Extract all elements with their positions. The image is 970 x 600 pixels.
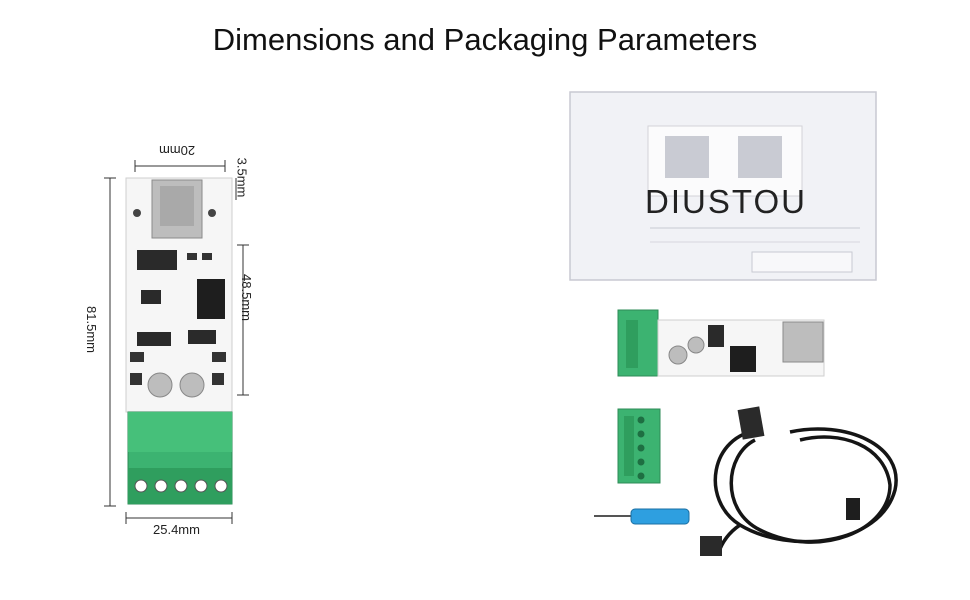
dimension-total-height: 81.5mm <box>83 306 99 353</box>
usb-b-port <box>782 321 824 363</box>
pcb-board-top-view <box>125 177 233 505</box>
dimension-width-top: 20mm <box>159 143 196 158</box>
qr-code <box>665 136 709 178</box>
dimension-lines <box>104 160 249 524</box>
converter-module-side-view <box>617 309 825 377</box>
dimension-width-bottom: 25.4mm <box>153 522 200 537</box>
ferrite-core <box>846 498 860 520</box>
page-title: Dimensions and Packaging Parameters <box>212 22 758 57</box>
box-brand-label: DIUSTOU <box>645 183 807 220</box>
screwdriver <box>594 508 690 525</box>
qr-code <box>738 136 782 178</box>
dimension-top-offset: 3.5mm <box>234 157 250 198</box>
terminal-block-plug <box>617 408 661 484</box>
usb-b-plug <box>700 536 722 556</box>
dimension-middle-height: 48.5mm <box>238 274 254 321</box>
plastic-package-box: DIUSTOU <box>569 91 877 281</box>
usb-cable <box>713 427 898 555</box>
usb-a-plug <box>737 406 765 440</box>
